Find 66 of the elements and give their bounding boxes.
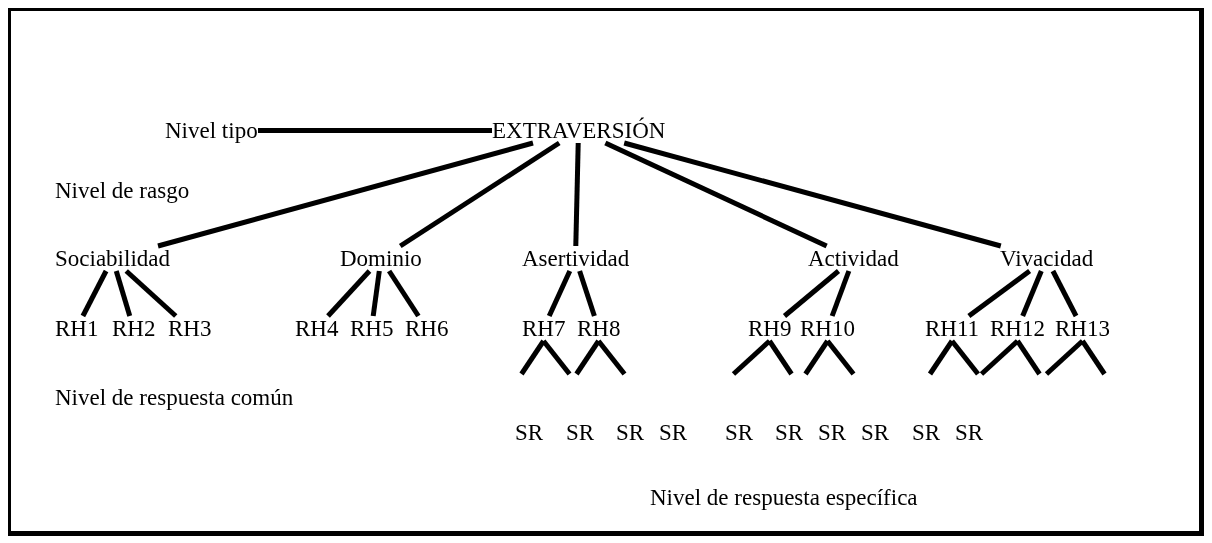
connector-line (1044, 339, 1085, 376)
connector-line (113, 270, 133, 317)
level-label: Nivel de respuesta común (55, 385, 294, 411)
level-label: SR (659, 420, 688, 446)
connector-line (157, 140, 534, 249)
connector-line (80, 269, 109, 318)
connector-line (519, 339, 546, 376)
node-label: Sociabilidad (55, 246, 170, 272)
level-label: SR (861, 420, 890, 446)
level-label: Nivel de respuesta específica (650, 485, 918, 511)
node-label: Vivacidad (1000, 246, 1094, 272)
connector-line (979, 339, 1020, 376)
connector-line (124, 269, 178, 318)
level-label: SR (515, 420, 544, 446)
connector-line (1080, 339, 1107, 376)
connector-line (967, 269, 1032, 318)
connector-line (623, 140, 1002, 249)
level-label: SR (725, 420, 754, 446)
node-label: RH2 (112, 316, 156, 342)
connector-line (398, 140, 561, 249)
connector-line (803, 339, 830, 376)
connector-line (1050, 269, 1079, 318)
connector-line (387, 269, 421, 318)
connector-line (1020, 270, 1044, 317)
connector-line (546, 269, 573, 318)
level-label: SR (955, 420, 984, 446)
connector-line (596, 339, 627, 376)
connector-line (541, 339, 572, 376)
connector-line (370, 270, 382, 317)
node-label: RH11 (925, 316, 980, 342)
connector-line (604, 140, 828, 249)
node-label: RH6 (405, 316, 449, 342)
node-label: RH1 (55, 316, 99, 342)
connector-line (326, 269, 372, 318)
connector-line (1015, 339, 1042, 376)
node-label: RH5 (350, 316, 394, 342)
node-label: RH4 (295, 316, 339, 342)
connector-line (825, 339, 856, 376)
connector-line (573, 142, 581, 247)
level-label: SR (912, 420, 941, 446)
node-label: Asertividad (522, 246, 630, 272)
connector-line (731, 339, 772, 376)
node-label: Dominio (340, 246, 422, 272)
node-label: Actividad (808, 246, 899, 272)
connector-line (782, 269, 841, 318)
connector-line (258, 128, 492, 133)
node-label: RH3 (168, 316, 212, 342)
connector-line (577, 270, 597, 317)
connector-line (574, 339, 601, 376)
node-label: RH9 (748, 316, 792, 342)
connector-line (829, 270, 852, 317)
level-label: SR (818, 420, 847, 446)
node-label: RH12 (990, 316, 1045, 342)
node-label: RH10 (800, 316, 855, 342)
level-label: SR (775, 420, 804, 446)
level-label: SR (616, 420, 645, 446)
level-label: Nivel de rasgo (55, 178, 190, 204)
node-label: RH13 (1055, 316, 1110, 342)
connector-line (927, 339, 955, 376)
connector-line (767, 339, 794, 376)
node-label: RH8 (577, 316, 621, 342)
node-label: Nivel tipo (165, 118, 258, 144)
level-label: SR (566, 420, 595, 446)
node-label: RH7 (522, 316, 566, 342)
connector-line (950, 339, 980, 376)
node-label: EXTRAVERSIÓN (492, 118, 666, 144)
